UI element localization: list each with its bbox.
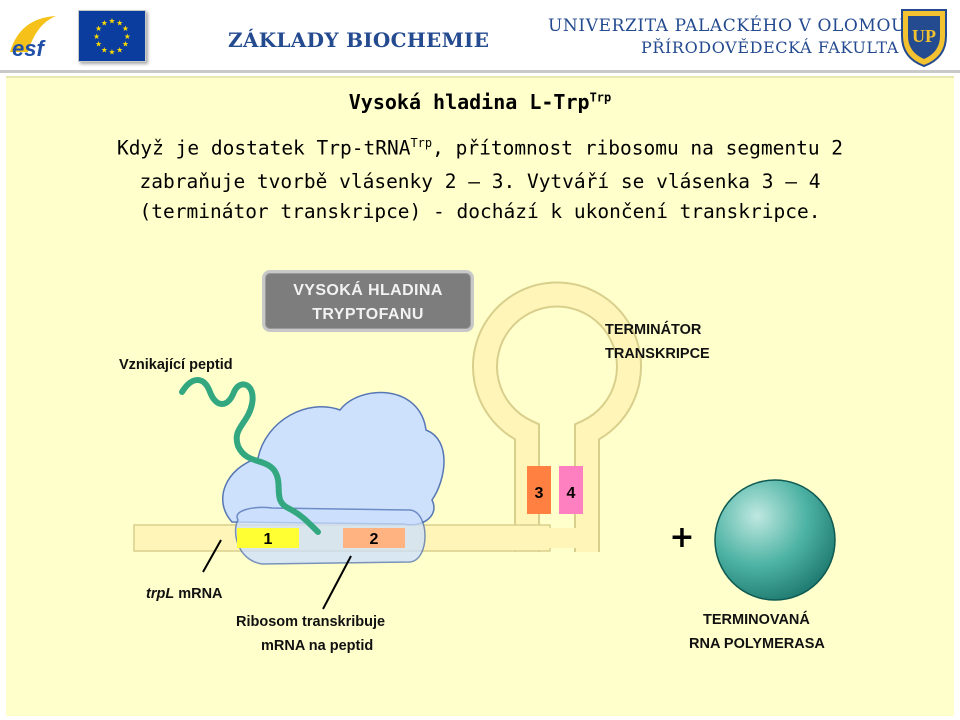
label-trpl-mrna: trpL mRNA — [146, 586, 223, 602]
faculty-name: PŘÍRODOVĚDECKÁ FAKULTA — [641, 38, 899, 57]
description-line-1-start: Když je dostatek Trp-tRNA — [116, 136, 411, 160]
segment-3 — [527, 466, 551, 514]
badge-text-line-2: TRYPTOFANU — [312, 306, 424, 323]
svg-text:★: ★ — [109, 17, 116, 26]
label-polymerase-line-1: TERMINOVANÁ — [703, 612, 810, 628]
slide-title: Vysoká hladina L-TrpTrp — [0, 90, 960, 114]
plus-sign: + — [669, 520, 694, 555]
slide-title-superscript: Trp — [589, 90, 612, 105]
header-divider — [0, 70, 960, 73]
segment-2 — [343, 528, 405, 548]
label-terminator-line-2: TRANSKRIPCE — [605, 346, 710, 362]
label-ribosome-line-2: mRNA na peptid — [261, 638, 374, 654]
label-nascent-peptide: Vznikající peptid — [119, 357, 233, 373]
eu-flag-icon: ★★★ ★★★ ★★★ ★★★ — [78, 10, 146, 62]
label-trpl-gene: trpL — [146, 586, 175, 602]
esf-logo-text: esf — [12, 36, 46, 60]
rna-polymerase — [714, 479, 836, 601]
label-ribosome-line-1: Ribosom transkribuje — [236, 614, 386, 630]
description-line-1: Když je dostatek Trp-tRNATrp, přítomnost… — [0, 136, 960, 160]
svg-text:★: ★ — [109, 47, 116, 56]
svg-text:★: ★ — [95, 24, 102, 33]
svg-text:★: ★ — [101, 45, 108, 54]
svg-text:★: ★ — [116, 18, 123, 27]
badge-text-line-1: VYSOKÁ HLADINA — [293, 282, 443, 299]
pointer-ribosome — [322, 555, 352, 610]
svg-text:★: ★ — [116, 45, 123, 54]
course-title: ZÁKLADY BIOCHEMIE — [228, 28, 490, 52]
description-line-2: zabraňuje tvorbě vlásenky 2 – 3. Vytváří… — [139, 170, 821, 193]
pointer-trpl — [202, 539, 222, 573]
description-line-1-end: , přítomnost ribosomu na segmentu 2 — [432, 136, 844, 160]
label-terminator-line-1: TERMINÁTOR — [605, 322, 702, 338]
segment-1 — [237, 528, 299, 548]
esf-logo: esf — [10, 16, 56, 60]
nascent-peptide — [179, 377, 321, 535]
upol-logo-text: UP — [912, 26, 936, 46]
header-bar: esf ★★★ ★★★ ★★★ ★★★ ZÁKLADY BIOCHEMIE UN… — [0, 0, 960, 73]
svg-text:★: ★ — [124, 32, 131, 41]
university-name: UNIVERZITA PALACKÉHO V OLOMOUCI — [548, 16, 927, 36]
status-badge: VYSOKÁ HLADINA TRYPTOFANU — [262, 270, 474, 332]
slide-title-text: Vysoká hladina L-Trp — [348, 90, 590, 114]
description-line-3: (terminátor transkripce) - dochází k uko… — [139, 200, 821, 223]
label-polymerase-line-2: RNA POLYMERASA — [689, 636, 825, 652]
upol-logo: UP — [901, 9, 947, 68]
segment-1-label: 1 — [264, 531, 273, 548]
svg-text:★: ★ — [122, 40, 129, 49]
description-line-1-superscript: Trp — [410, 136, 433, 150]
label-trpl-rest: mRNA — [174, 586, 223, 602]
esf-swoosh-icon — [10, 16, 56, 52]
segment-2-label: 2 — [370, 531, 379, 548]
svg-text:★: ★ — [101, 18, 108, 27]
svg-text:★: ★ — [93, 32, 100, 41]
svg-text:★: ★ — [95, 40, 102, 49]
svg-text:★: ★ — [122, 24, 129, 33]
segment-4 — [559, 466, 583, 514]
segment-4-label: 4 — [567, 485, 576, 502]
segment-3-label: 3 — [535, 485, 544, 502]
